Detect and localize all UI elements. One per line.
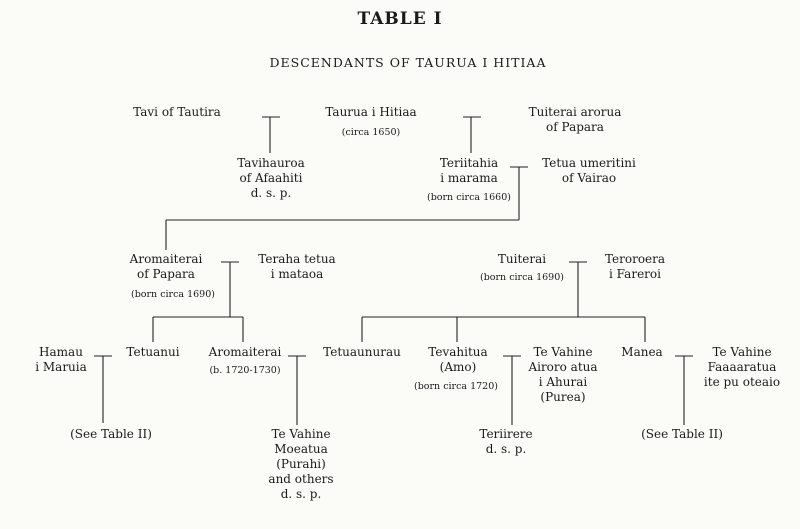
person-aromaiterai-2: Aromaiterai (208, 345, 282, 359)
person-tuiterai: Tuiterai (497, 252, 547, 266)
person-aromaiterai-1: Aromaiterai of Papara (129, 252, 203, 281)
person-taurua-date: (circa 1650) (341, 127, 401, 138)
person-taurua: Taurua i Hitiaa (325, 105, 417, 119)
person-tuiterai-date: (born circa 1690) (480, 272, 564, 283)
person-tuiterai-arorua: Tuiterai arorua of Papara (528, 105, 622, 134)
person-tavi: Tavi of Tautira (133, 105, 221, 119)
person-aromaiterai-2-date: (b. 1720-1730) (209, 365, 281, 376)
person-teriitahia: Teriitahia i marama (439, 156, 499, 185)
person-te-vahine-airoro: Te Vahine Airoro atua i Ahurai (Purea) (528, 345, 598, 404)
page-subtitle: DESCENDANTS OF TAURUA I HITIAA (269, 55, 547, 70)
person-teriitahia-date: (born circa 1660) (427, 192, 511, 203)
reference-see-table-ii-1: (See Table II) (70, 427, 152, 441)
person-te-vahine-faaaaratua: Te Vahine Faaaaratua ite pu oteaio (703, 345, 781, 389)
person-teroroera: Teroroera i Fareroi (604, 252, 666, 281)
page-title: TABLE I (357, 9, 443, 29)
person-tetuanui: Tetuanui (126, 345, 180, 359)
person-tetuaunurau: Tetuaunurau (323, 345, 401, 359)
person-tavihauroa: Tavihauroa of Afaahiti d. s. p. (237, 156, 305, 200)
person-tetua-umeritini: Tetua umeritini of Vairao (542, 156, 636, 185)
person-manea: Manea (621, 345, 663, 359)
person-aromaiterai-1-date: (born circa 1690) (131, 289, 215, 300)
person-teriirere: Teriirere d. s. p. (479, 427, 533, 456)
person-tevahitua-date: (born circa 1720) (414, 381, 498, 392)
person-te-vahine-moeatua: Te Vahine Moeatua (Purahi) and others d.… (268, 427, 334, 501)
person-hamau: Hamau i Maruia (35, 345, 87, 374)
person-teraha: Teraha tetua i mataoa (258, 252, 336, 281)
person-tevahitua: Tevahitua (Amo) (428, 345, 488, 374)
reference-see-table-ii-2: (See Table II) (641, 427, 723, 441)
